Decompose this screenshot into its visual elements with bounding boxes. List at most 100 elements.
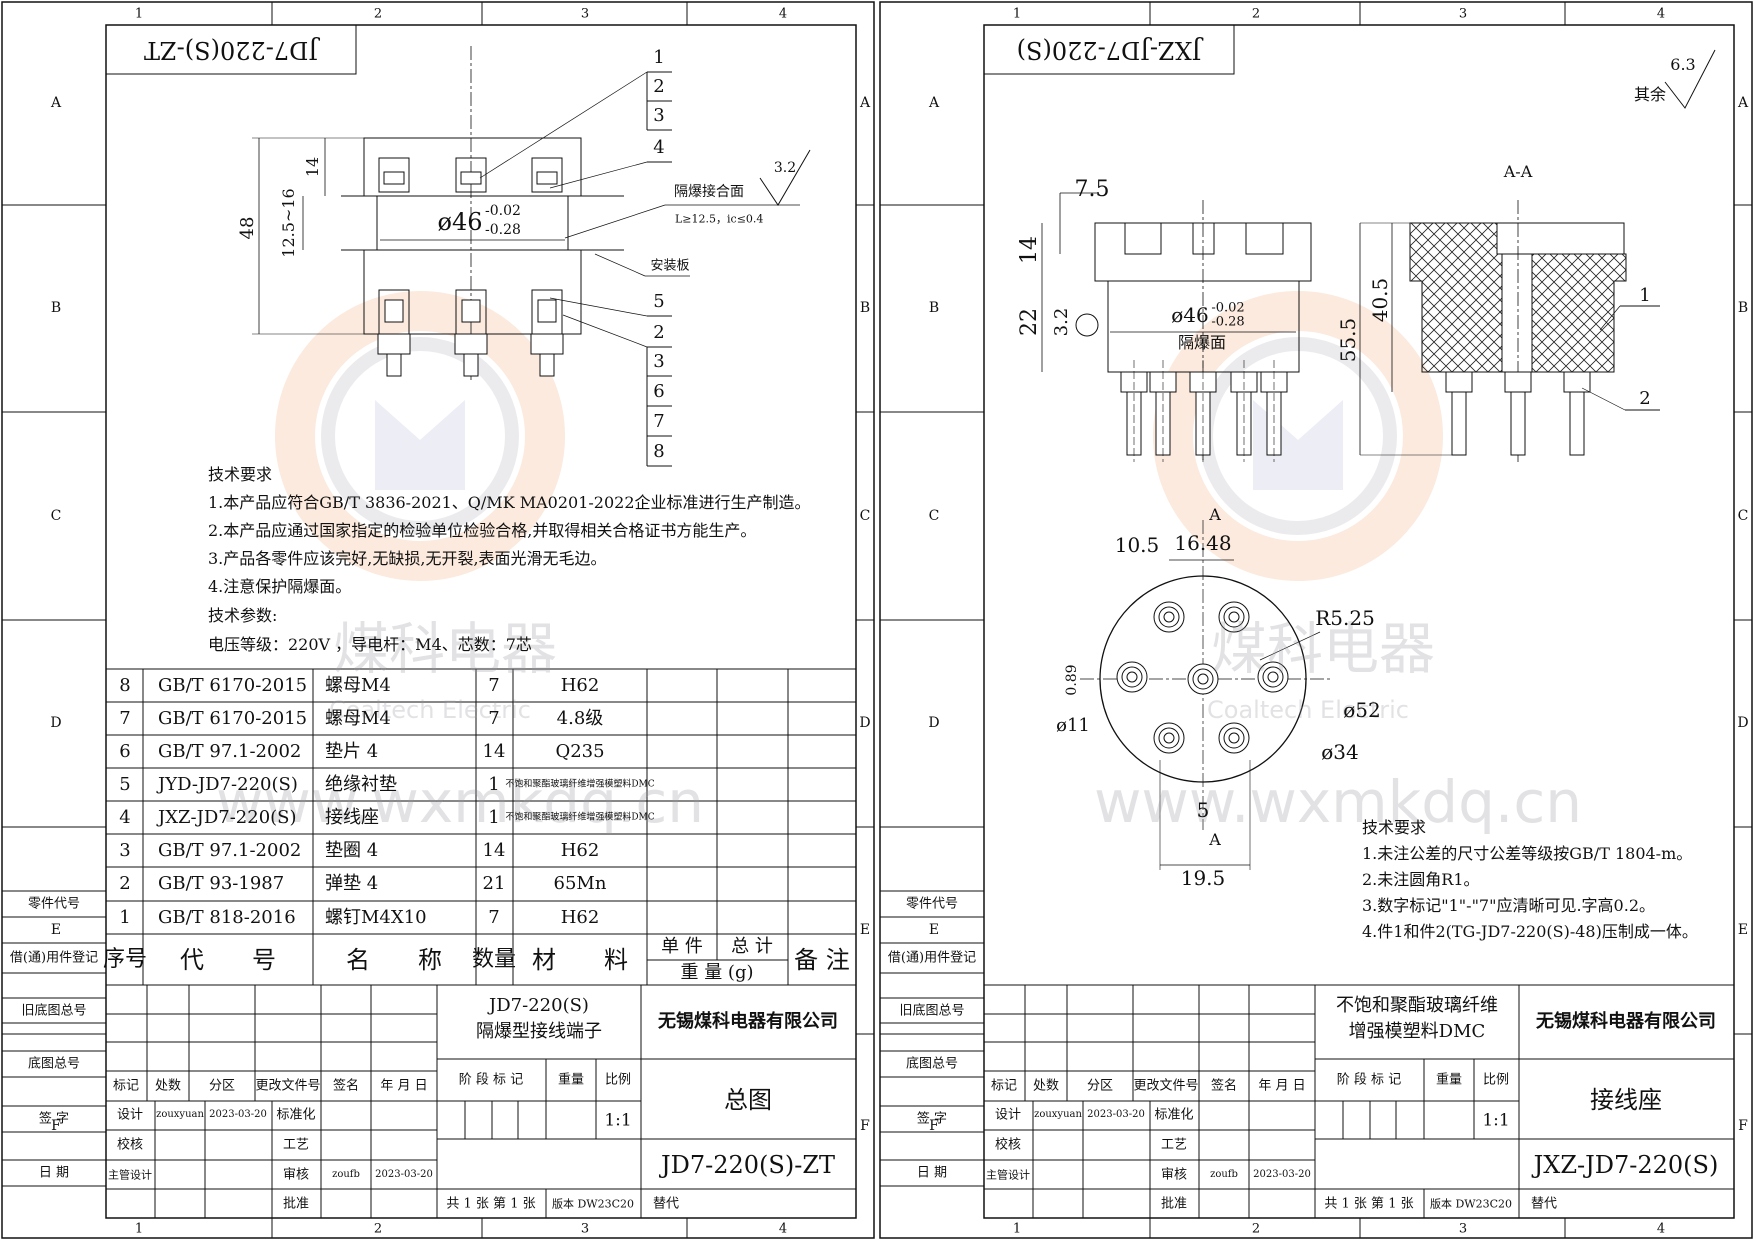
- hole-inner: [1197, 673, 1209, 685]
- bom-item-number: 1: [119, 906, 131, 928]
- slot: [1124, 223, 1162, 255]
- column-number-bottom: 2: [373, 1221, 383, 1237]
- washer: [377, 333, 411, 355]
- zone-letter-left: F: [51, 1118, 61, 1134]
- tolerance-upper: -0.02: [485, 203, 521, 219]
- bom-material: 4.8级: [556, 707, 604, 729]
- slot: [1245, 223, 1284, 255]
- label-approve: 批准: [282, 1196, 310, 1212]
- pin-boss: [1563, 371, 1591, 393]
- column-number-bottom: 4: [1656, 1221, 1666, 1237]
- drawing-number: JXZ-JD7-220(S): [1533, 1151, 1719, 1179]
- margin-label: 零件代号: [905, 896, 959, 912]
- screw-head: [536, 171, 558, 185]
- other-roughness-value: 6.3: [1670, 55, 1696, 74]
- terminal-recess: [455, 157, 487, 193]
- note-item: 4.件1和件2(TG-JD7-220(S)-48)压制成一体。: [1362, 922, 1698, 941]
- hole-inner: [1228, 611, 1240, 623]
- terminal-recess: [378, 157, 410, 193]
- watermark-logo-ring: [1153, 291, 1443, 581]
- zone-letter-left: A: [50, 95, 62, 111]
- label-design: 设计: [116, 1107, 144, 1123]
- margin-label: 旧底图总号: [899, 1003, 965, 1018]
- revision-header: 年 月 日: [380, 1078, 428, 1094]
- terminal-recess: [531, 157, 563, 193]
- zone-letter-left: B: [928, 300, 940, 316]
- hole-inner: [1228, 732, 1240, 744]
- watermark-url: www.wxmkdq.cn: [216, 768, 704, 836]
- part-name-line2: 隔爆型接线端子: [476, 1021, 602, 1042]
- balloon-number: 2: [653, 76, 665, 97]
- dimension-diameter: ø46: [1171, 303, 1209, 327]
- balloon-number: 2: [653, 322, 665, 343]
- drawing-title: 总图: [724, 1086, 772, 1114]
- section-label: A-A: [1503, 162, 1533, 181]
- bom-material: H62: [560, 839, 600, 861]
- reviewer-name: zoufb: [332, 1169, 360, 1180]
- pin: [1155, 391, 1171, 456]
- label-chief-design: 主管设计: [108, 1168, 152, 1182]
- leader-line: [1599, 305, 1621, 331]
- roughness-symbol: [1664, 49, 1716, 109]
- params-text: 电压等级：220V ，导电杆：M4、芯数：7芯: [208, 635, 532, 654]
- zone-letter-right: F: [1738, 1118, 1748, 1134]
- pin: [1266, 391, 1282, 456]
- bom-material: 不饱和聚酯玻璃纤维增强模塑料DMC: [505, 779, 655, 789]
- revision-header: 年 月 日: [1258, 1078, 1306, 1094]
- bom-header-no: 序号: [102, 947, 148, 972]
- balloon-number: 3: [653, 351, 665, 372]
- column-number-bottom: 1: [1012, 1221, 1022, 1237]
- label-standardize: 标准化: [1154, 1107, 1194, 1123]
- hole-boss: [1218, 722, 1250, 754]
- zone-letter-right: C: [1737, 508, 1749, 524]
- dimension-48: 48: [237, 216, 258, 240]
- zone-letter-left: E: [50, 922, 62, 938]
- leader-line: [1259, 631, 1321, 661]
- dimension-7-5: 7.5: [1074, 177, 1110, 202]
- watermark-brand-cn: 煤科电器: [333, 617, 557, 683]
- leader-line: [549, 161, 648, 189]
- label-weight: 重量: [1435, 1072, 1463, 1088]
- zone-letter-right: B: [1737, 300, 1749, 316]
- column-number-top: 4: [1656, 6, 1666, 22]
- roughness-symbol: [759, 149, 811, 206]
- column-number-top: 1: [134, 6, 144, 22]
- bom-name: 螺钉M4X10: [325, 906, 427, 928]
- column-number-top: 2: [1251, 6, 1261, 22]
- leader-line: [594, 253, 646, 277]
- bolt-shank: [386, 353, 402, 377]
- balloon-number: 3: [653, 105, 665, 126]
- label-check: 校核: [116, 1137, 144, 1153]
- hole-inner: [1163, 611, 1175, 623]
- nut: [461, 299, 481, 323]
- revision-header: 处数: [154, 1078, 182, 1094]
- label-design: 设计: [994, 1107, 1022, 1123]
- section-hatch-left: [1409, 222, 1503, 373]
- note-item: 1.本产品应符合GB/T 3836-2021、Q/MK MA0201-2022企…: [208, 493, 811, 512]
- balloon-number: 4: [653, 137, 665, 158]
- bom-name: 螺母M4: [325, 707, 391, 729]
- label-stage: 阶 段 标 记: [1336, 1072, 1402, 1088]
- label-review: 审核: [1160, 1167, 1188, 1183]
- margin-label: 借(通)用件登记: [887, 950, 977, 966]
- bom-item-number: 5: [119, 773, 131, 795]
- version: 版本 DW23C20: [551, 1197, 635, 1211]
- zone-letter-left: D: [50, 715, 62, 731]
- flameproof-face-label: 隔爆面: [1177, 333, 1227, 352]
- bom-code: JXZ-JD7-220(S): [158, 806, 297, 828]
- bom-item-number: 2: [119, 873, 131, 894]
- tolerance-lower: -0.28: [485, 222, 521, 238]
- pin: [1236, 391, 1252, 456]
- revision-header: 签名: [332, 1078, 360, 1094]
- bom-qty: 21: [482, 873, 506, 894]
- bom-name: 接线座: [325, 806, 379, 828]
- tolerance-lower: -0.28: [1211, 314, 1245, 330]
- bom-header-material: 材 料: [532, 946, 628, 974]
- leader-line: [549, 297, 648, 317]
- bolt-shank: [463, 353, 479, 377]
- label-check: 校核: [994, 1137, 1022, 1153]
- designer-name: zouxyuan: [156, 1109, 204, 1120]
- revision-header: 分区: [208, 1078, 236, 1094]
- bom-header-remark: 备 注: [794, 946, 850, 974]
- slot: [1192, 223, 1215, 255]
